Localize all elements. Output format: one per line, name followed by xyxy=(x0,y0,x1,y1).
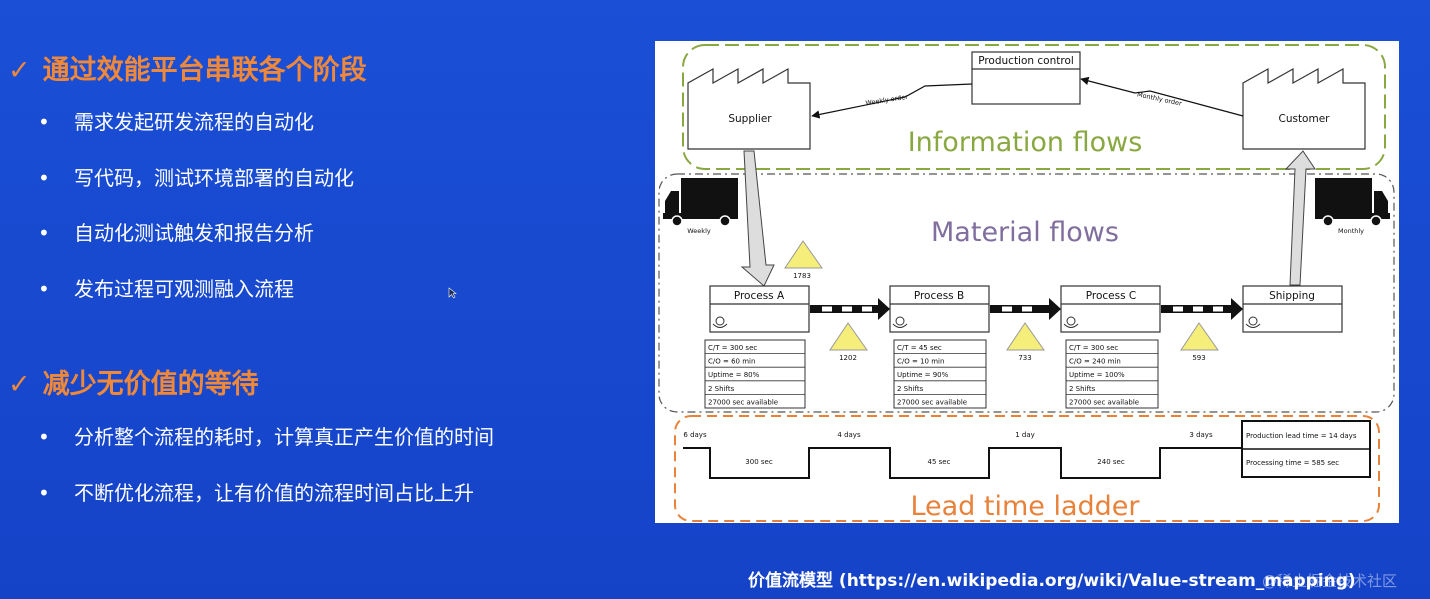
material-flows-zone xyxy=(658,173,1395,413)
material-flows-label: Material flows xyxy=(931,217,1119,248)
watermark: @稀土掘金技术社区 xyxy=(1262,572,1398,590)
shipping-label: Shipping xyxy=(1269,290,1315,302)
data-line: C/T = 300 sec xyxy=(1069,344,1118,352)
ladder-days: 4 days xyxy=(837,431,861,439)
data-line: 2 Shifts xyxy=(897,385,924,393)
supplier-label: Supplier xyxy=(728,113,772,125)
data-line: 2 Shifts xyxy=(1069,385,1096,393)
lead-time-ladder-line xyxy=(683,447,1243,479)
supplier-factory-icon xyxy=(687,67,811,150)
inventory-value: 593 xyxy=(1192,354,1205,362)
monthly-order-arrow xyxy=(1080,76,1244,117)
ladder-secs: 300 sec xyxy=(745,458,773,466)
customer-factory-icon xyxy=(1242,67,1366,150)
process-box-c: Process C xyxy=(1060,285,1161,333)
lead-time-summary-box: Production lead time = 14 days Processin… xyxy=(1241,420,1371,478)
operator-icon xyxy=(1245,316,1261,328)
bullet-dot-icon: • xyxy=(38,166,50,190)
production-control-label: Production control xyxy=(978,55,1074,67)
value-stream-map: Information flows Material flows Lead ti… xyxy=(655,41,1399,523)
customer-label: Customer xyxy=(1278,113,1330,125)
shipping-to-customer-arrow xyxy=(1284,150,1316,286)
inventory-triangle-icon xyxy=(829,322,868,351)
inventory-value: 1783 xyxy=(793,272,811,280)
lead-time-ladder-label: Lead time ladder xyxy=(910,491,1140,522)
lead-time-ladder-zone xyxy=(674,415,1380,522)
ladder-secs: 240 sec xyxy=(1097,458,1125,466)
weekly-order-arrow xyxy=(811,83,973,119)
operator-icon xyxy=(712,316,728,328)
truck-icon xyxy=(1315,178,1390,227)
data-line: 27000 sec available xyxy=(897,398,967,406)
data-line: Uptime = 80% xyxy=(708,371,760,379)
process-b-label: Process B xyxy=(914,290,964,302)
bullet-dot-icon: • xyxy=(38,425,50,449)
inventory-value: 1202 xyxy=(839,354,857,362)
operator-icon xyxy=(892,316,908,328)
supplier-push-arrow xyxy=(740,150,775,287)
bullet-item: •写代码，测试环境部署的自动化 xyxy=(38,166,354,190)
process-box-b: Process B xyxy=(889,285,990,333)
mouse-cursor-icon xyxy=(448,287,457,299)
weekly-order-label: Weekly order xyxy=(865,93,909,108)
section-title-2: ✓减少无价值的等待 xyxy=(8,369,259,400)
data-line: C/T = 300 sec xyxy=(708,344,757,352)
push-arrow-a-b xyxy=(810,298,890,320)
figure-caption: 价值流模型 (https://en.wikipedia.org/wiki/Val… xyxy=(748,571,1356,591)
shipping-box: Shipping xyxy=(1242,285,1343,333)
process-c-data-box: C/T = 300 sec C/O = 240 min Uptime = 100… xyxy=(1065,339,1159,409)
data-line: 27000 sec available xyxy=(1069,398,1139,406)
information-flows-label: Information flows xyxy=(908,127,1143,158)
inventory-triangle-icon xyxy=(1180,322,1219,351)
data-line: Uptime = 90% xyxy=(897,371,949,379)
weekly-label: Weekly xyxy=(687,227,711,235)
production-control-box xyxy=(971,51,1081,105)
bullet-dot-icon: • xyxy=(38,277,50,301)
check-mark-icon: ✓ xyxy=(8,55,31,86)
data-line: C/O = 60 min xyxy=(708,358,755,366)
bullet-item: •自动化测试触发和报告分析 xyxy=(38,221,314,245)
bullet-item: •不断优化流程，让有价值的流程时间占比上升 xyxy=(38,481,474,505)
process-box-a: Process A xyxy=(709,285,810,333)
vsm-diagram: Information flows Material flows Lead ti… xyxy=(658,44,1395,522)
bullet-dot-icon: • xyxy=(38,110,50,134)
data-line: C/T = 45 sec xyxy=(897,344,942,352)
monthly-label: Monthly xyxy=(1338,227,1364,235)
process-b-data-box: C/T = 45 sec C/O = 10 min Uptime = 90% 2… xyxy=(893,339,987,409)
push-arrow-c-shipping xyxy=(1161,298,1243,320)
production-lead-time: Production lead time = 14 days xyxy=(1246,432,1357,440)
ladder-days: 6 days xyxy=(683,431,707,439)
information-flows-zone xyxy=(682,44,1386,170)
process-a-data-box: C/T = 300 sec C/O = 60 min Uptime = 80% … xyxy=(704,339,806,409)
inventory-value: 733 xyxy=(1018,354,1031,362)
data-line: 27000 sec available xyxy=(708,398,778,406)
bullet-dot-icon: • xyxy=(38,221,50,245)
bullet-dot-icon: • xyxy=(38,481,50,505)
bullet-item: •发布过程可观测融入流程 xyxy=(38,277,294,301)
ladder-days: 1 day xyxy=(1015,431,1035,439)
bullet-item: •分析整个流程的耗时，计算真正产生价值的时间 xyxy=(38,425,494,449)
inventory-triangle-icon xyxy=(784,240,823,269)
process-a-label: Process A xyxy=(734,290,785,302)
truck-icon xyxy=(663,178,738,227)
data-line: C/O = 10 min xyxy=(897,358,944,366)
ladder-days: 3 days xyxy=(1189,431,1213,439)
data-line: C/O = 240 min xyxy=(1069,358,1121,366)
data-line: 2 Shifts xyxy=(708,385,735,393)
process-c-label: Process C xyxy=(1086,290,1137,302)
data-line: Uptime = 100% xyxy=(1069,371,1125,379)
push-arrow-b-c xyxy=(990,298,1061,320)
inventory-triangle-icon xyxy=(1006,322,1045,351)
check-mark-icon: ✓ xyxy=(8,369,31,400)
operator-icon xyxy=(1063,316,1079,328)
processing-time: Processing time = 585 sec xyxy=(1246,459,1339,467)
ladder-secs: 45 sec xyxy=(928,458,951,466)
section-title-1: ✓通过效能平台串联各个阶段 xyxy=(8,55,367,86)
bullet-item: •需求发起研发流程的自动化 xyxy=(38,110,314,134)
